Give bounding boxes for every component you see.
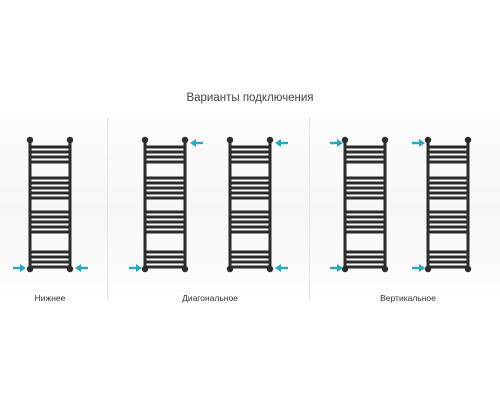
arrow-icon xyxy=(275,139,288,147)
radiator-icon xyxy=(26,136,74,273)
radiator-icon xyxy=(341,136,389,273)
arrow-icon xyxy=(412,264,425,272)
arrow-icon xyxy=(129,264,142,272)
arrow-icon xyxy=(75,264,88,272)
arrow-icon xyxy=(412,139,425,147)
caption-vertical: Вертикальное xyxy=(380,293,436,303)
divider-left xyxy=(107,118,108,300)
arrow-icon xyxy=(330,264,343,272)
radiator-icon xyxy=(226,136,274,273)
divider-right xyxy=(309,118,310,300)
arrow-icon xyxy=(275,264,288,272)
background-panel xyxy=(0,88,500,313)
arrow-icon xyxy=(330,139,343,147)
arrow-icon xyxy=(190,139,203,147)
radiator-icon xyxy=(424,136,472,273)
page-title: Варианты подключения xyxy=(186,92,314,104)
caption-bottom: Нижнее xyxy=(34,293,66,303)
arrow-icon xyxy=(13,264,26,272)
caption-diagonal: Диагональное xyxy=(182,293,238,303)
radiator-icon xyxy=(141,136,189,273)
